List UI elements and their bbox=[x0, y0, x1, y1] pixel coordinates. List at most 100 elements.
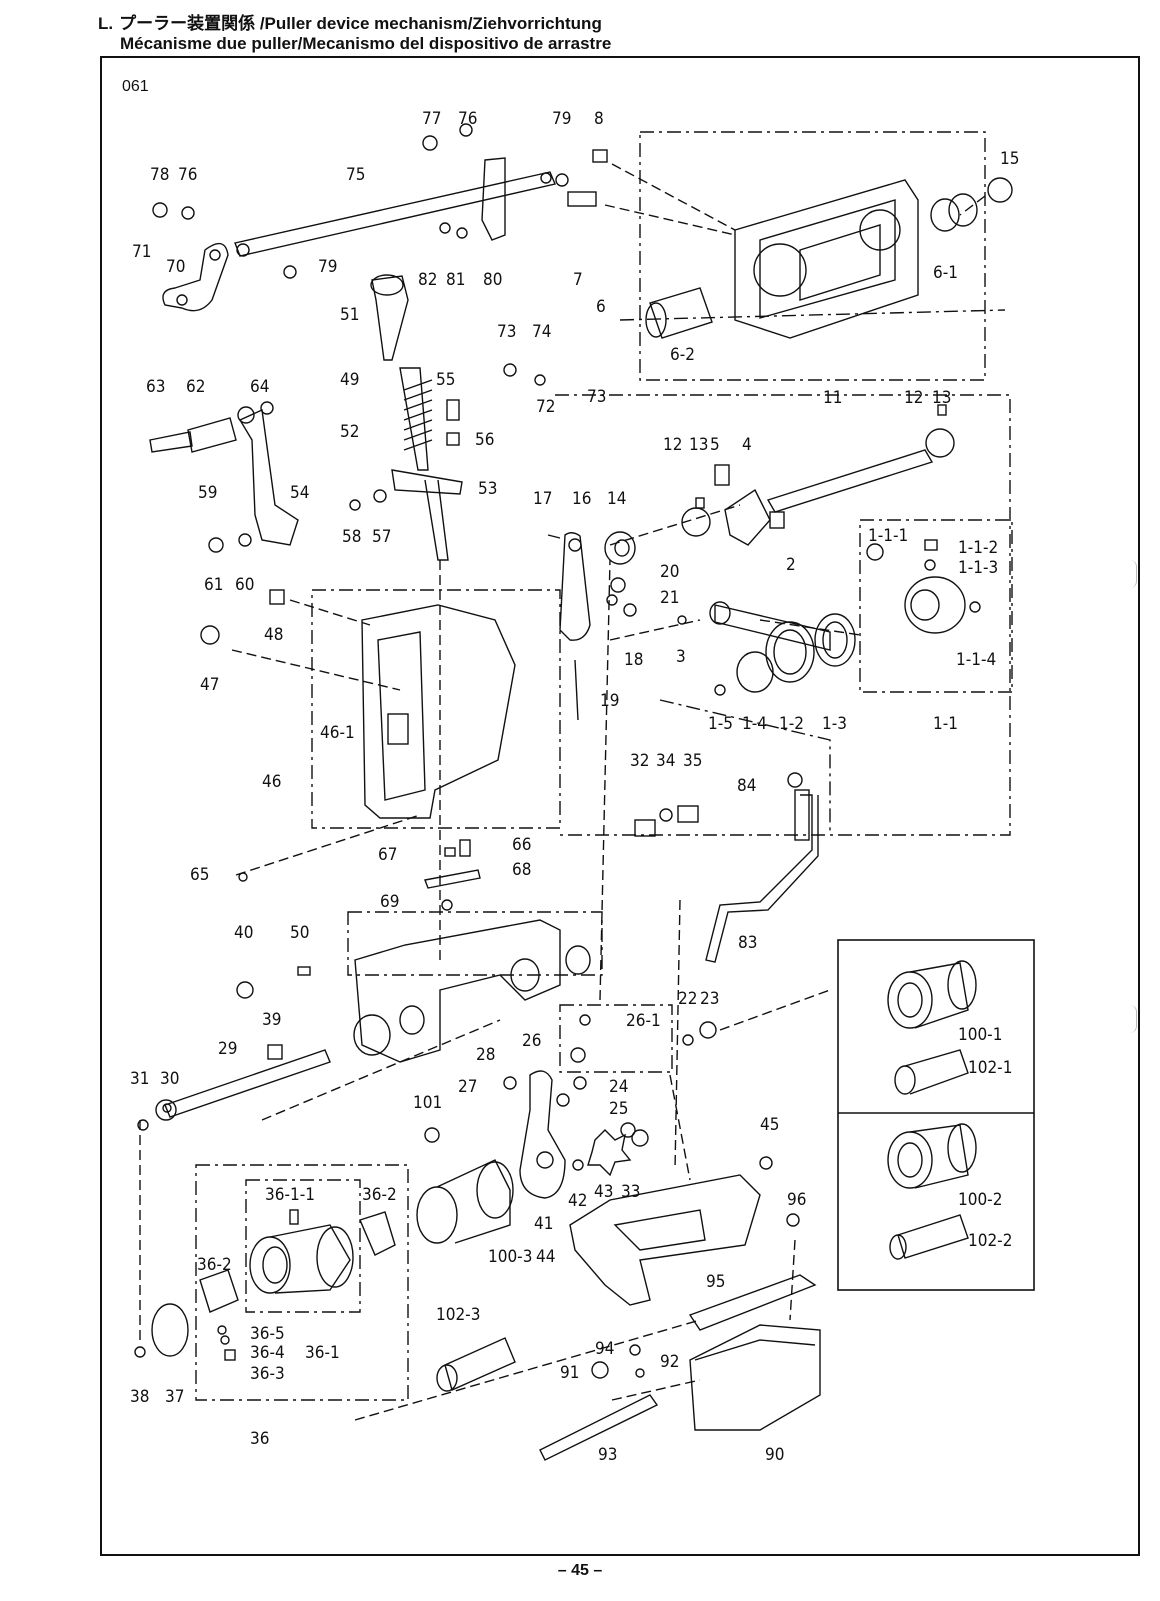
part-label: 6 bbox=[596, 297, 606, 317]
part-label: 66 bbox=[512, 835, 531, 855]
part-label: 29 bbox=[218, 1039, 237, 1059]
part-label: 49 bbox=[340, 370, 359, 390]
part-label: 37 bbox=[165, 1387, 184, 1407]
page-title-line-1: L. プーラー装置関係 /Puller device mechanism/Zieh… bbox=[98, 14, 602, 34]
part-label: 78 bbox=[150, 165, 169, 185]
part-label: 92 bbox=[660, 1352, 679, 1372]
part-label: 53 bbox=[478, 479, 497, 499]
part-label: 30 bbox=[160, 1069, 179, 1089]
figure-number: 061 bbox=[122, 78, 149, 95]
part-label: 90 bbox=[765, 1445, 784, 1465]
part-label: 18 bbox=[624, 650, 643, 670]
part-label: 74 bbox=[532, 322, 551, 342]
part-label: 36-5 bbox=[250, 1324, 285, 1344]
part-label: 13 bbox=[932, 388, 951, 408]
part-label: 48 bbox=[264, 625, 283, 645]
part-label: 79 bbox=[552, 109, 571, 129]
part-label: 83 bbox=[738, 933, 757, 953]
part-label: 54 bbox=[290, 483, 309, 503]
part-label: 4 bbox=[742, 435, 752, 455]
part-label: 75 bbox=[346, 165, 365, 185]
part-label: 32 bbox=[630, 751, 649, 771]
part-label: 44 bbox=[536, 1247, 555, 1267]
part-label: 12 bbox=[663, 435, 682, 455]
part-label: 8 bbox=[594, 109, 604, 129]
part-label: 38 bbox=[130, 1387, 149, 1407]
part-label: 102-1 bbox=[968, 1058, 1012, 1078]
part-label: 100-2 bbox=[958, 1190, 1002, 1210]
part-label: 1-1 bbox=[933, 714, 958, 734]
title-text-1: プーラー装置関係 /Puller device mechanism/Ziehvo… bbox=[119, 14, 602, 33]
part-label: 51 bbox=[340, 305, 359, 325]
part-label: 41 bbox=[534, 1214, 553, 1234]
part-label: 93 bbox=[598, 1445, 617, 1465]
part-label: 34 bbox=[656, 751, 675, 771]
part-label: 95 bbox=[706, 1272, 725, 1292]
part-label: 46-1 bbox=[320, 723, 355, 743]
part-label: 65 bbox=[190, 865, 209, 885]
part-label: 2 bbox=[786, 555, 796, 575]
part-label: 1-1-4 bbox=[956, 650, 996, 670]
part-label: 36-2 bbox=[197, 1255, 232, 1275]
part-label: 80 bbox=[483, 270, 502, 290]
part-label: 20 bbox=[660, 562, 679, 582]
part-label: 58 bbox=[342, 527, 361, 547]
part-label: 60 bbox=[235, 575, 254, 595]
part-label: 21 bbox=[660, 588, 679, 608]
part-label: 14 bbox=[607, 489, 626, 509]
part-label: 33 bbox=[621, 1182, 640, 1202]
part-label: 63 bbox=[146, 377, 165, 397]
part-label: 6-1 bbox=[933, 263, 958, 283]
part-label: 36-2 bbox=[362, 1185, 397, 1205]
part-label: 82 bbox=[418, 270, 437, 290]
part-label: 79 bbox=[318, 257, 337, 277]
part-label: 36-4 bbox=[250, 1343, 285, 1363]
part-label: 28 bbox=[476, 1045, 495, 1065]
part-label: 40 bbox=[234, 923, 253, 943]
part-label: 73 bbox=[497, 322, 516, 342]
part-label: 62 bbox=[186, 377, 205, 397]
part-label: 50 bbox=[290, 923, 309, 943]
part-label: 100-1 bbox=[958, 1025, 1002, 1045]
part-label: 81 bbox=[446, 270, 465, 290]
part-label: 31 bbox=[130, 1069, 149, 1089]
section-letter: L. bbox=[98, 14, 114, 33]
page-title-line-2: Mécanisme due puller/Mecanismo del dispo… bbox=[120, 34, 612, 53]
part-label: 73 bbox=[587, 387, 606, 407]
part-label: 91 bbox=[560, 1363, 579, 1383]
part-label: 42 bbox=[568, 1191, 587, 1211]
part-label: 69 bbox=[380, 892, 399, 912]
part-label: 102-2 bbox=[968, 1231, 1012, 1251]
page-number: – 45 – bbox=[557, 1562, 603, 1579]
part-label: 25 bbox=[609, 1099, 628, 1119]
part-label: 11 bbox=[823, 388, 842, 408]
part-label: 39 bbox=[262, 1010, 281, 1030]
binding-edge-mark bbox=[1130, 560, 1137, 588]
part-label: 102-3 bbox=[436, 1305, 480, 1325]
part-label: 52 bbox=[340, 422, 359, 442]
part-label: 36-1-1 bbox=[265, 1185, 315, 1205]
part-label: 35 bbox=[683, 751, 702, 771]
part-label: 36-3 bbox=[250, 1364, 285, 1384]
part-label: 84 bbox=[737, 776, 756, 796]
part-label: 1-1-1 bbox=[868, 526, 908, 546]
part-label: 3 bbox=[676, 647, 686, 667]
part-label: 13 bbox=[689, 435, 708, 455]
part-label: 6-2 bbox=[670, 345, 695, 365]
part-label: 5 bbox=[710, 435, 720, 455]
part-label: 22 bbox=[678, 989, 697, 1009]
part-label: 55 bbox=[436, 370, 455, 390]
part-label: 45 bbox=[760, 1115, 779, 1135]
part-label: 1-4 bbox=[742, 714, 767, 734]
part-label: 36 bbox=[250, 1429, 269, 1449]
binding-edge-mark bbox=[1130, 1005, 1137, 1033]
part-label: 46 bbox=[262, 772, 281, 792]
part-label: 76 bbox=[178, 165, 197, 185]
part-label: 26-1 bbox=[626, 1011, 661, 1031]
part-label: 101 bbox=[413, 1093, 442, 1113]
part-label: 7 bbox=[573, 270, 583, 290]
part-label: 94 bbox=[595, 1339, 614, 1359]
part-label: 15 bbox=[1000, 149, 1019, 169]
part-label: 71 bbox=[132, 242, 151, 262]
